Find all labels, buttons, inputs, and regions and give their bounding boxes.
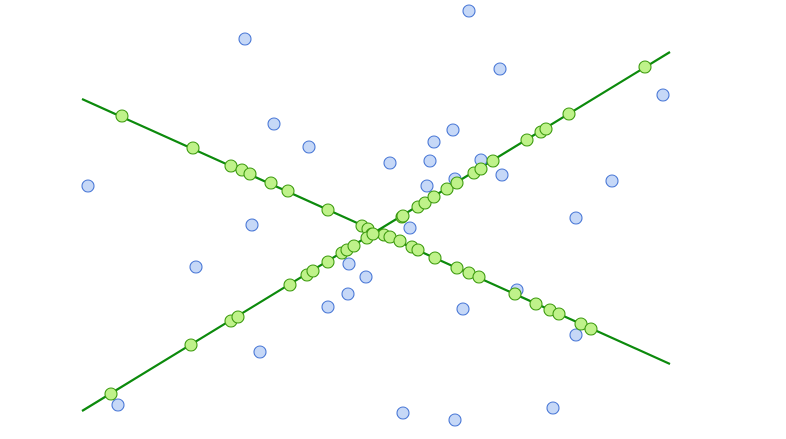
outlier-point-7 [302,140,316,154]
inlier-point-1-16 [428,251,442,265]
outlier-point-31 [546,401,560,415]
outlier-point-5 [446,123,460,137]
outlier-point-3 [656,88,670,102]
outlier-point-9 [423,154,437,168]
inlier-point-2-4 [283,278,297,292]
inlier-point-2-16 [418,196,432,210]
inlier-point-1-1 [186,141,200,155]
inlier-point-2-26 [562,107,576,121]
inlier-point-1-23 [552,307,566,321]
outlier-point-22 [341,287,355,301]
outlier-point-16 [569,211,583,225]
inlier-point-1-7 [321,203,335,217]
inlier-point-2-10 [347,239,361,253]
inlier-point-2-23 [520,133,534,147]
outlier-point-2 [493,62,507,76]
inlier-point-2-7 [321,255,335,269]
inlier-point-1-25 [584,322,598,336]
inlier-point-2-3 [231,310,245,324]
inlier-point-1-13 [393,234,407,248]
outlier-point-13 [81,179,95,193]
outlier-point-21 [359,270,373,284]
outlier-point-18 [403,221,417,235]
outlier-point-24 [456,302,470,316]
outlier-point-26 [569,328,583,342]
inlier-point-2-6 [306,264,320,278]
inlier-point-2-18 [440,182,454,196]
inlier-point-1-17 [450,261,464,275]
outlier-point-6 [427,135,441,149]
inlier-point-1-6 [281,184,295,198]
inlier-point-1-21 [529,297,543,311]
outlier-point-19 [189,260,203,274]
outlier-point-23 [321,300,335,314]
inlier-point-2-12 [366,227,380,241]
outlier-point-30 [448,413,462,427]
outlier-point-0 [462,4,476,18]
inlier-point-2-17 [427,190,441,204]
inlier-point-2-14 [396,209,410,223]
outlier-point-27 [253,345,267,359]
inlier-point-1-20 [508,287,522,301]
outlier-point-20 [342,257,356,271]
inlier-point-2-22 [486,154,500,168]
inlier-point-1-2 [224,159,238,173]
inlier-point-1-19 [472,270,486,284]
outlier-point-12 [605,174,619,188]
inlier-point-2-0 [104,387,118,401]
inlier-point-1-0 [115,109,129,123]
outlier-point-11 [495,168,509,182]
outlier-point-17 [245,218,259,232]
outlier-point-4 [267,117,281,131]
inlier-point-2-25 [539,122,553,136]
data-points [81,4,670,427]
inlier-point-2-21 [474,162,488,176]
outlier-point-28 [111,398,125,412]
inlier-point-2-27 [638,60,652,74]
outlier-point-14 [420,179,434,193]
outlier-point-29 [396,406,410,420]
outlier-point-1 [238,32,252,46]
inlier-point-2-1 [184,338,198,352]
inlier-point-1-4 [243,167,257,181]
inlier-point-1-15 [411,243,425,257]
inlier-point-1-5 [264,176,278,190]
inlier-point-2-19 [450,176,464,190]
outlier-point-8 [383,156,397,170]
